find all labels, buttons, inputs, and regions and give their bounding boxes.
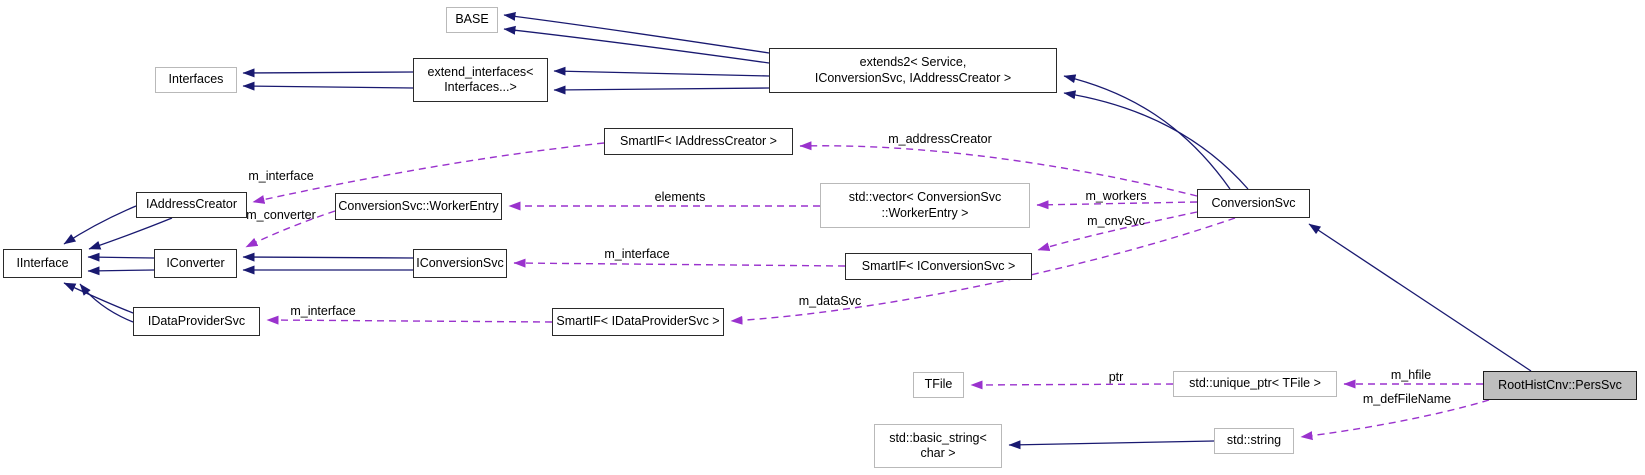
node-label-line: RootHistCnv::PersSvc: [1498, 377, 1622, 392]
edge-std-string-to-basic-string: [1008, 440, 1215, 450]
node-label-line: IConverter: [166, 255, 225, 270]
edge-smartif-iconversionsvc-to-iconversionsvc: [513, 258, 846, 268]
node-iconversionsvc[interactable]: IConversionSvc: [413, 249, 507, 278]
node-label-line: ConversionSvc: [1211, 195, 1296, 210]
node-label-line: Interfaces...>: [444, 80, 517, 94]
node-label-line: IDataProviderSvc: [147, 313, 246, 328]
edge-conversionsvc-to-extends2: [1063, 90, 1249, 190]
edge-extends2-to-base: [503, 11, 770, 54]
node-smartif-iaddresscreator[interactable]: SmartIF< IAddressCreator >: [604, 128, 793, 155]
node-label-line: std::string: [1226, 433, 1282, 448]
node-label-line: BASE: [455, 12, 489, 27]
node-label-line: extends2< Service,: [859, 55, 967, 69]
edge-label-m_addressCreator: m_addressCreator: [888, 132, 992, 146]
node-label-line: Interfaces: [168, 72, 224, 87]
edge-iaddresscreator-to-iinterface: [63, 205, 137, 245]
edge-extends2-to-base: [503, 25, 770, 64]
edge-label-ptr: ptr: [1108, 370, 1124, 384]
edge-label-m_interface: m_interface: [604, 247, 670, 261]
node-tfile: TFile: [913, 372, 964, 398]
node-smartif-iconversionsvc[interactable]: SmartIF< IConversionSvc >: [845, 253, 1032, 280]
node-label-line: char >: [920, 446, 956, 460]
node-interfaces: Interfaces: [155, 67, 237, 93]
node-label-line: SmartIF< IConversionSvc >: [861, 258, 1016, 273]
node-label-line: IInterface: [16, 255, 69, 270]
edge-iconverter-to-iinterface: [87, 252, 155, 262]
node-smartif-idataprovidersvc[interactable]: SmartIF< IDataProviderSvc >: [552, 308, 724, 336]
node-std-string: std::string: [1214, 428, 1294, 454]
node-label-line: ConversionSvc::WorkerEntry: [338, 198, 499, 213]
node-label-line: IConversionSvc, IAddressCreator >: [814, 70, 1012, 85]
edge-label-m_interface: m_interface: [248, 169, 314, 183]
node-label-line: IAddressCreator: [145, 197, 237, 212]
node-label-line: std::unique_ptr< TFile >: [1189, 376, 1321, 391]
edge-extends2-to-extend-interfaces: [553, 85, 770, 95]
node-label-line: TFile: [924, 377, 953, 392]
node-label-line: ::WorkerEntry >: [881, 205, 969, 220]
node-label-line: SmartIF< IAddressCreator >: [619, 133, 777, 148]
edge-workerentry-to-iconverter: [245, 210, 336, 248]
node-conversionsvc[interactable]: ConversionSvc: [1197, 189, 1310, 218]
edge-idataprovidersvc-to-iinterface: [63, 282, 134, 314]
edge-label-m_dataSvc: m_dataSvc: [798, 294, 862, 308]
node-extends2[interactable]: extends2< Service,IConversionSvc, IAddre…: [769, 48, 1057, 93]
edge-extend-interfaces-to-interfaces: [242, 81, 414, 91]
edge-idataprovidersvc-to-iinterface: [79, 283, 134, 323]
node-label-line: IConversionSvc: [416, 255, 504, 270]
edge-iaddresscreator-to-iinterface: [88, 217, 173, 250]
node-roothistcnv-perssvc: RootHistCnv::PersSvc: [1483, 371, 1637, 400]
edge-label-m_interface: m_interface: [290, 304, 356, 318]
node-idataprovidersvc[interactable]: IDataProviderSvc: [133, 307, 260, 336]
node-label-line: std::vector< ConversionSvc: [848, 190, 1002, 204]
node-iconverter[interactable]: IConverter: [154, 249, 237, 278]
edge-unique-ptr-tfile-to-tfile: [970, 380, 1174, 390]
edge-conversionsvc-to-smartif-iconversionsvc: [1037, 211, 1198, 252]
edge-group: [63, 11, 1532, 450]
node-label-line: extend_interfaces<: [427, 64, 534, 79]
node-base: BASE: [446, 7, 498, 33]
edge-label-m_defFileName: m_defFileName: [1362, 392, 1452, 406]
edge-roothistcnv-perssvc-to-conversionsvc: [1308, 223, 1532, 372]
edge-conversionsvc-to-vector-workerentry: [1036, 200, 1198, 210]
node-basic-string: std::basic_string<char >: [874, 424, 1002, 468]
node-label-line: SmartIF< IDataProviderSvc >: [556, 314, 720, 329]
edge-label-m_converter: m_converter: [246, 208, 316, 222]
edge-label-m_workers: m_workers: [1085, 189, 1147, 203]
node-workerentry[interactable]: ConversionSvc::WorkerEntry: [335, 193, 502, 220]
edge-extend-interfaces-to-interfaces: [242, 68, 414, 78]
edge-roothistcnv-perssvc-to-std-string: [1300, 399, 1490, 441]
edge-label-m_hfile: m_hfile: [1390, 368, 1432, 382]
edge-iconversionsvc-to-iconverter: [242, 252, 414, 262]
node-iinterface[interactable]: IInterface: [3, 249, 82, 278]
node-vector-workerentry: std::vector< ConversionSvc::WorkerEntry …: [820, 183, 1030, 228]
edge-iconverter-to-iinterface: [87, 266, 155, 276]
node-unique-ptr-tfile: std::unique_ptr< TFile >: [1173, 371, 1337, 397]
edge-conversionsvc-to-smartif-idataprovidersvc: [730, 217, 1236, 325]
edge-label-m_cnvSvc: m_cnvSvc: [1087, 214, 1145, 228]
edge-conversionsvc-to-smartif-iaddresscreator: [799, 141, 1198, 197]
node-extend-interfaces[interactable]: extend_interfaces<Interfaces...>: [413, 58, 548, 102]
edge-conversionsvc-to-extends2: [1063, 74, 1231, 190]
node-iaddresscreator[interactable]: IAddressCreator: [136, 192, 247, 218]
node-label-line: std::basic_string<: [889, 430, 987, 445]
edge-label-elements: elements: [654, 190, 706, 204]
edge-extends2-to-extend-interfaces: [553, 66, 770, 77]
edge-smartif-iaddresscreator-to-iaddresscreator: [252, 142, 605, 204]
edge-smartif-idataprovidersvc-to-idataprovidersvc: [266, 315, 553, 325]
